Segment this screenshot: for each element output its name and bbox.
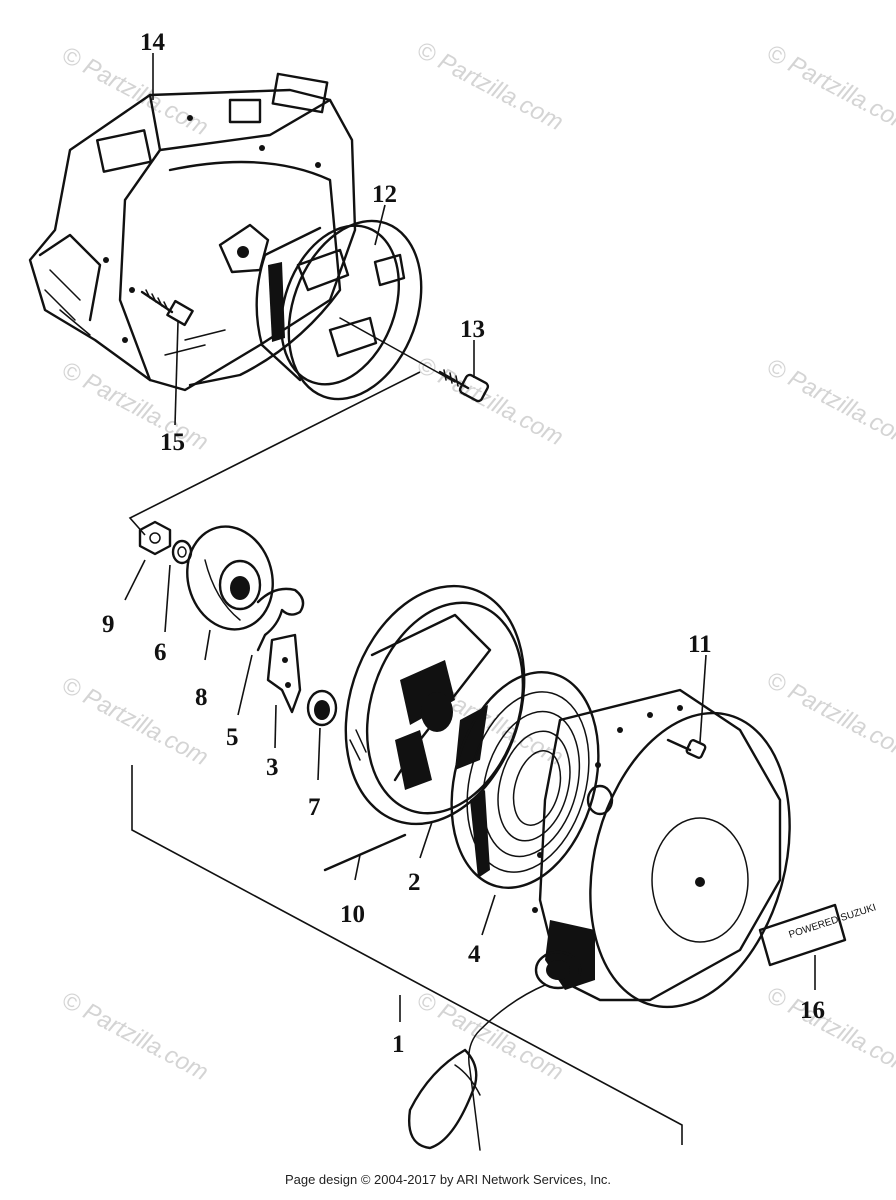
callout-10[interactable]: 10 — [340, 901, 365, 928]
watermark: © Partzilla.com — [57, 356, 212, 456]
callout-6[interactable]: 6 — [154, 639, 167, 666]
callout-7[interactable]: 7 — [308, 794, 321, 821]
watermark: © Partzilla.com — [412, 986, 567, 1086]
watermark: © Partzilla.com — [762, 981, 896, 1081]
leader-lines — [124, 53, 816, 1022]
part-9-nut — [138, 520, 172, 556]
callout-3[interactable]: 3 — [266, 754, 279, 781]
starter-rope — [408, 984, 546, 1151]
callout-14[interactable]: 14 — [140, 29, 166, 56]
callout-1[interactable]: 1 — [392, 1031, 405, 1058]
callout-9[interactable]: 9 — [102, 611, 115, 638]
watermark: © Partzilla.com — [762, 353, 896, 453]
part-7-bushing — [306, 689, 338, 727]
watermark: © Partzilla.com — [762, 666, 896, 766]
callout-15[interactable]: 15 — [160, 429, 185, 456]
part-4-recoil-spring — [450, 671, 600, 889]
part-8-ratchet-plate — [186, 525, 274, 631]
callout-16[interactable]: 16 — [800, 997, 825, 1024]
part-15-bolt — [140, 289, 194, 327]
part-10-rod — [323, 833, 407, 872]
watermark: © Partzilla.com — [57, 41, 212, 141]
callout-12[interactable]: 12 — [372, 181, 397, 208]
callout-5[interactable]: 5 — [226, 724, 239, 751]
callout-4[interactable]: 4 — [468, 941, 481, 968]
watermark: © Partzilla.com — [412, 36, 567, 136]
callout-8[interactable]: 8 — [195, 684, 208, 711]
part-13-bolt — [339, 317, 490, 403]
watermark: © Partzilla.com — [57, 986, 212, 1086]
part-5-spring — [256, 587, 305, 652]
part-12-starter-cup — [255, 219, 423, 401]
page-footer: Page design © 2004-2017 by ARI Network S… — [284, 1172, 612, 1187]
part-16-decal: POWERED SUZUKI — [758, 902, 878, 967]
callouts: 14 12 13 15 9 6 8 5 3 7 11 10 2 4 16 1 — [102, 29, 825, 1058]
callout-13[interactable]: 13 — [460, 316, 485, 343]
watermark: © Partzilla.com — [57, 671, 212, 771]
watermark: © Partzilla.com — [412, 351, 567, 451]
watermarks: © Partzilla.com © Partzilla.com © Partzi… — [57, 36, 896, 1086]
part-2-reel — [344, 584, 526, 826]
callout-2[interactable]: 2 — [408, 869, 421, 896]
watermark: © Partzilla.com — [762, 39, 896, 139]
part-3-pawl — [266, 633, 302, 714]
callout-11[interactable]: 11 — [688, 631, 712, 658]
decal-text: POWERED SUZUKI — [788, 902, 878, 941]
assembly-bracket — [131, 765, 683, 1145]
part-14-housing — [28, 72, 357, 392]
part-11-screw — [666, 738, 707, 759]
part-1-starter-case — [532, 688, 791, 1009]
